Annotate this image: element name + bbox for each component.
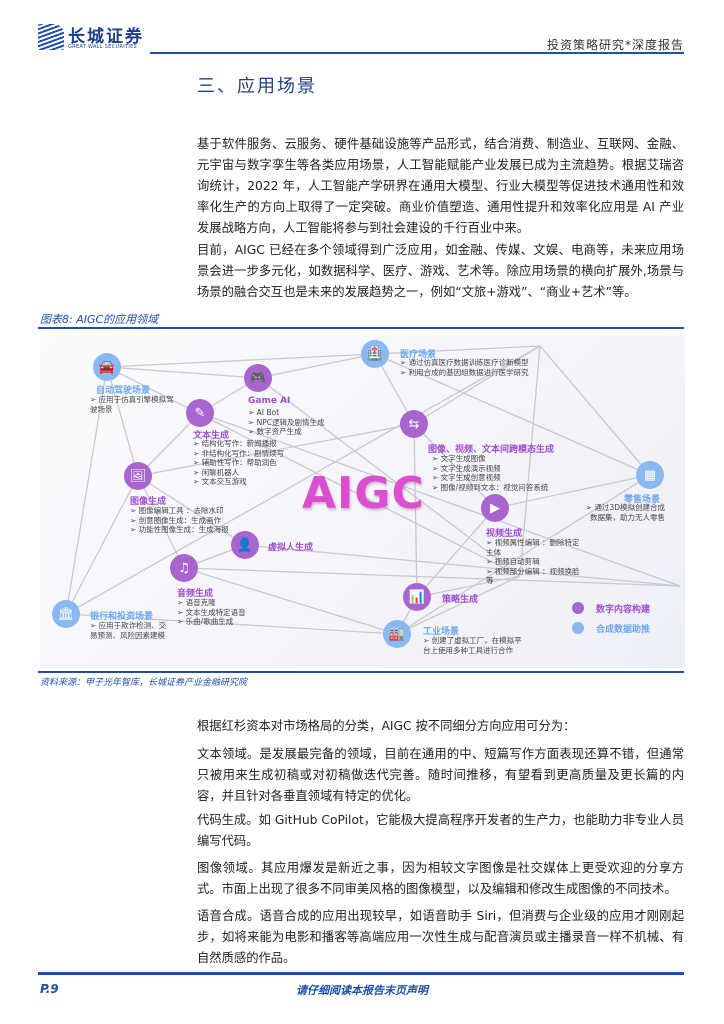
legend-synthetic-data: 合成数据助推: [596, 625, 651, 635]
legend-dot-synthetic-data: [572, 622, 584, 634]
paragraph: 目前，AIGC 已经在多个领域得到广泛应用，如金融、传媒、文娱、电商等，未来应用…: [197, 243, 684, 299]
connection-line: [494, 474, 651, 509]
caption-divider: [38, 327, 684, 329]
node-title-bank: 银行和投资场景: [90, 612, 154, 622]
aigc-application-diagram: AIGC 🚘 自动驾驶场景 应用于仿真引擎模拟驾驶场景 🎮 Game AI AI…: [40, 336, 685, 668]
connection-line: [137, 412, 201, 477]
footer-divider: [38, 972, 684, 975]
node-title-gameai: Game AI: [248, 396, 291, 406]
figure-caption: 图表8: AIGC的应用领域: [40, 313, 159, 326]
node-title-retail: 零售场景: [624, 495, 661, 505]
paragraph: 图像领域。其应用爆发是新近之事，因为相较文字图像是社交媒体上更受欢迎的分享方式。…: [197, 861, 684, 896]
node-items-audio: 语音克隆文本生成特定语音乐曲/歌曲生成: [177, 598, 246, 627]
swap-icon: ⇆: [400, 410, 428, 438]
paragraph: 代码生成。如 GitHub CoPilot，它能极大提高程序开发者的生产力，也能…: [197, 813, 684, 848]
node-items-text: 结构化写作：新闻播报非结构化写作：剧情续写辅助性写作：帮助润色闲聊机器人文本交互…: [193, 439, 285, 487]
aigc-center-label: AIGC: [302, 468, 425, 519]
connection-line: [106, 366, 139, 477]
monitor-chart-icon: 📊: [403, 583, 431, 611]
gamepad-icon: 🎮: [244, 364, 272, 392]
logo-mark-icon: [38, 24, 64, 50]
connection-line: [374, 345, 541, 355]
paragraph: 根据红杉资本对市场格局的分类，AIGC 按不同细分方向应用可分为：: [197, 719, 576, 733]
page-number: P.9: [40, 982, 59, 996]
node-items-industry: 创建了虚拟工厂，在模拟平台上使用多种工具进行合作: [423, 636, 523, 655]
node-title-industry: 工业场景: [423, 627, 460, 637]
connection-line: [65, 475, 139, 615]
logo-english: GREAT WALL SECURITIES: [68, 44, 138, 50]
bank-icon: 🏛: [52, 600, 80, 628]
node-title-video: 视频生成: [486, 529, 523, 539]
avatar-icon: 👤: [231, 531, 259, 559]
report-type: 投资策略研究*深度报告: [546, 38, 684, 52]
figure-source: 资料来源：甲子光年智库，长城证券产业金融研究院: [40, 678, 248, 688]
factory-icon: 🏭: [383, 620, 411, 648]
header-divider: [150, 52, 684, 54]
connection-line: [106, 353, 376, 368]
node-title-crossmodal: 图像、视频、文本间跨模态生成: [428, 445, 555, 455]
node-title-autodrive: 自动驾驶场景: [96, 386, 151, 396]
paragraph: 语音合成。语音合成的应用出现较早，如语音助手 Siri，但消费与企业级的应用才刚…: [197, 909, 684, 965]
node-title-virtual: 虚拟人生成: [268, 543, 314, 553]
node-title-audio: 音频生成: [177, 589, 214, 599]
paragraph: 文本领域。是发展最完备的领域，目前在通用的中、短篇写作方面表现还算不错，但通常只…: [197, 747, 684, 803]
footer-disclaimer: 请仔细阅读本报告末页声明: [296, 984, 428, 997]
legend-digital-content: 数字内容构建: [596, 605, 651, 615]
video-icon: ▶: [481, 494, 509, 522]
node-items-crossmodal: 文字生成图像文字生成演示视频文字生成创意视频图像/视频到文本：视觉问答系统: [432, 454, 549, 492]
node-items-medical: 通过仿真医疗数据训练医疗诊断模型利用合成的基因组数据进行医学研究: [400, 358, 535, 377]
connection-line: [65, 345, 541, 615]
connection-line: [396, 575, 521, 635]
hospital-icon: 🏥: [361, 340, 389, 368]
connection-line: [106, 366, 259, 379]
connection-line: [413, 423, 418, 598]
image-icon: 🖼: [124, 462, 152, 490]
connection-line: [183, 567, 681, 587]
section-title: 三、应用场景: [197, 76, 317, 97]
connection-line: [183, 567, 398, 635]
node-items-video: 视频属性编辑 ：删除特定主体视频自动剪辑视频部分编辑 ：视频换脸等: [486, 538, 584, 586]
company-logo: 长城证券 GREAT WALL SECURITIES: [38, 22, 156, 54]
music-icon: ♫: [170, 554, 198, 582]
car-icon: 🚘: [93, 353, 121, 381]
node-items-autodrive: 应用于仿真引擎模拟驾驶场景: [90, 395, 180, 414]
node-items-image: 图像编辑工具 ：去除水印创意图像生成：生成画作功能性图像生成：生成海报: [130, 506, 229, 535]
node-items-bank: 应用于欺诈检测、交易预测、风险因素建模: [90, 621, 168, 640]
connection-line: [257, 353, 376, 379]
node-title-text: 文本生成: [193, 431, 230, 441]
connection-line: [416, 507, 496, 598]
node-title-image: 图像生成: [130, 497, 167, 507]
store-icon: ▦: [636, 461, 664, 489]
legend-dot-digital-content: [572, 602, 584, 614]
connection-line: [244, 544, 681, 587]
node-items-gameai: AI BotNPC逻辑及剧情生成数字资产生成: [248, 408, 325, 437]
source-divider: [38, 671, 684, 673]
edit-icon: ✎: [186, 399, 214, 427]
node-title-medical: 医疗场景: [400, 350, 437, 360]
paragraph: 基于软件服务、云服务、硬件基础设施等产品形式，结合消费、制造业、互联网、金融、元…: [197, 137, 684, 235]
connection-line: [539, 345, 651, 476]
node-title-strategy: 策略生成: [442, 595, 479, 605]
node-items-retail: 通过3D模拟创建合成数据集，助力无人零售: [585, 503, 665, 522]
logo-text: 长城证券: [68, 27, 144, 47]
